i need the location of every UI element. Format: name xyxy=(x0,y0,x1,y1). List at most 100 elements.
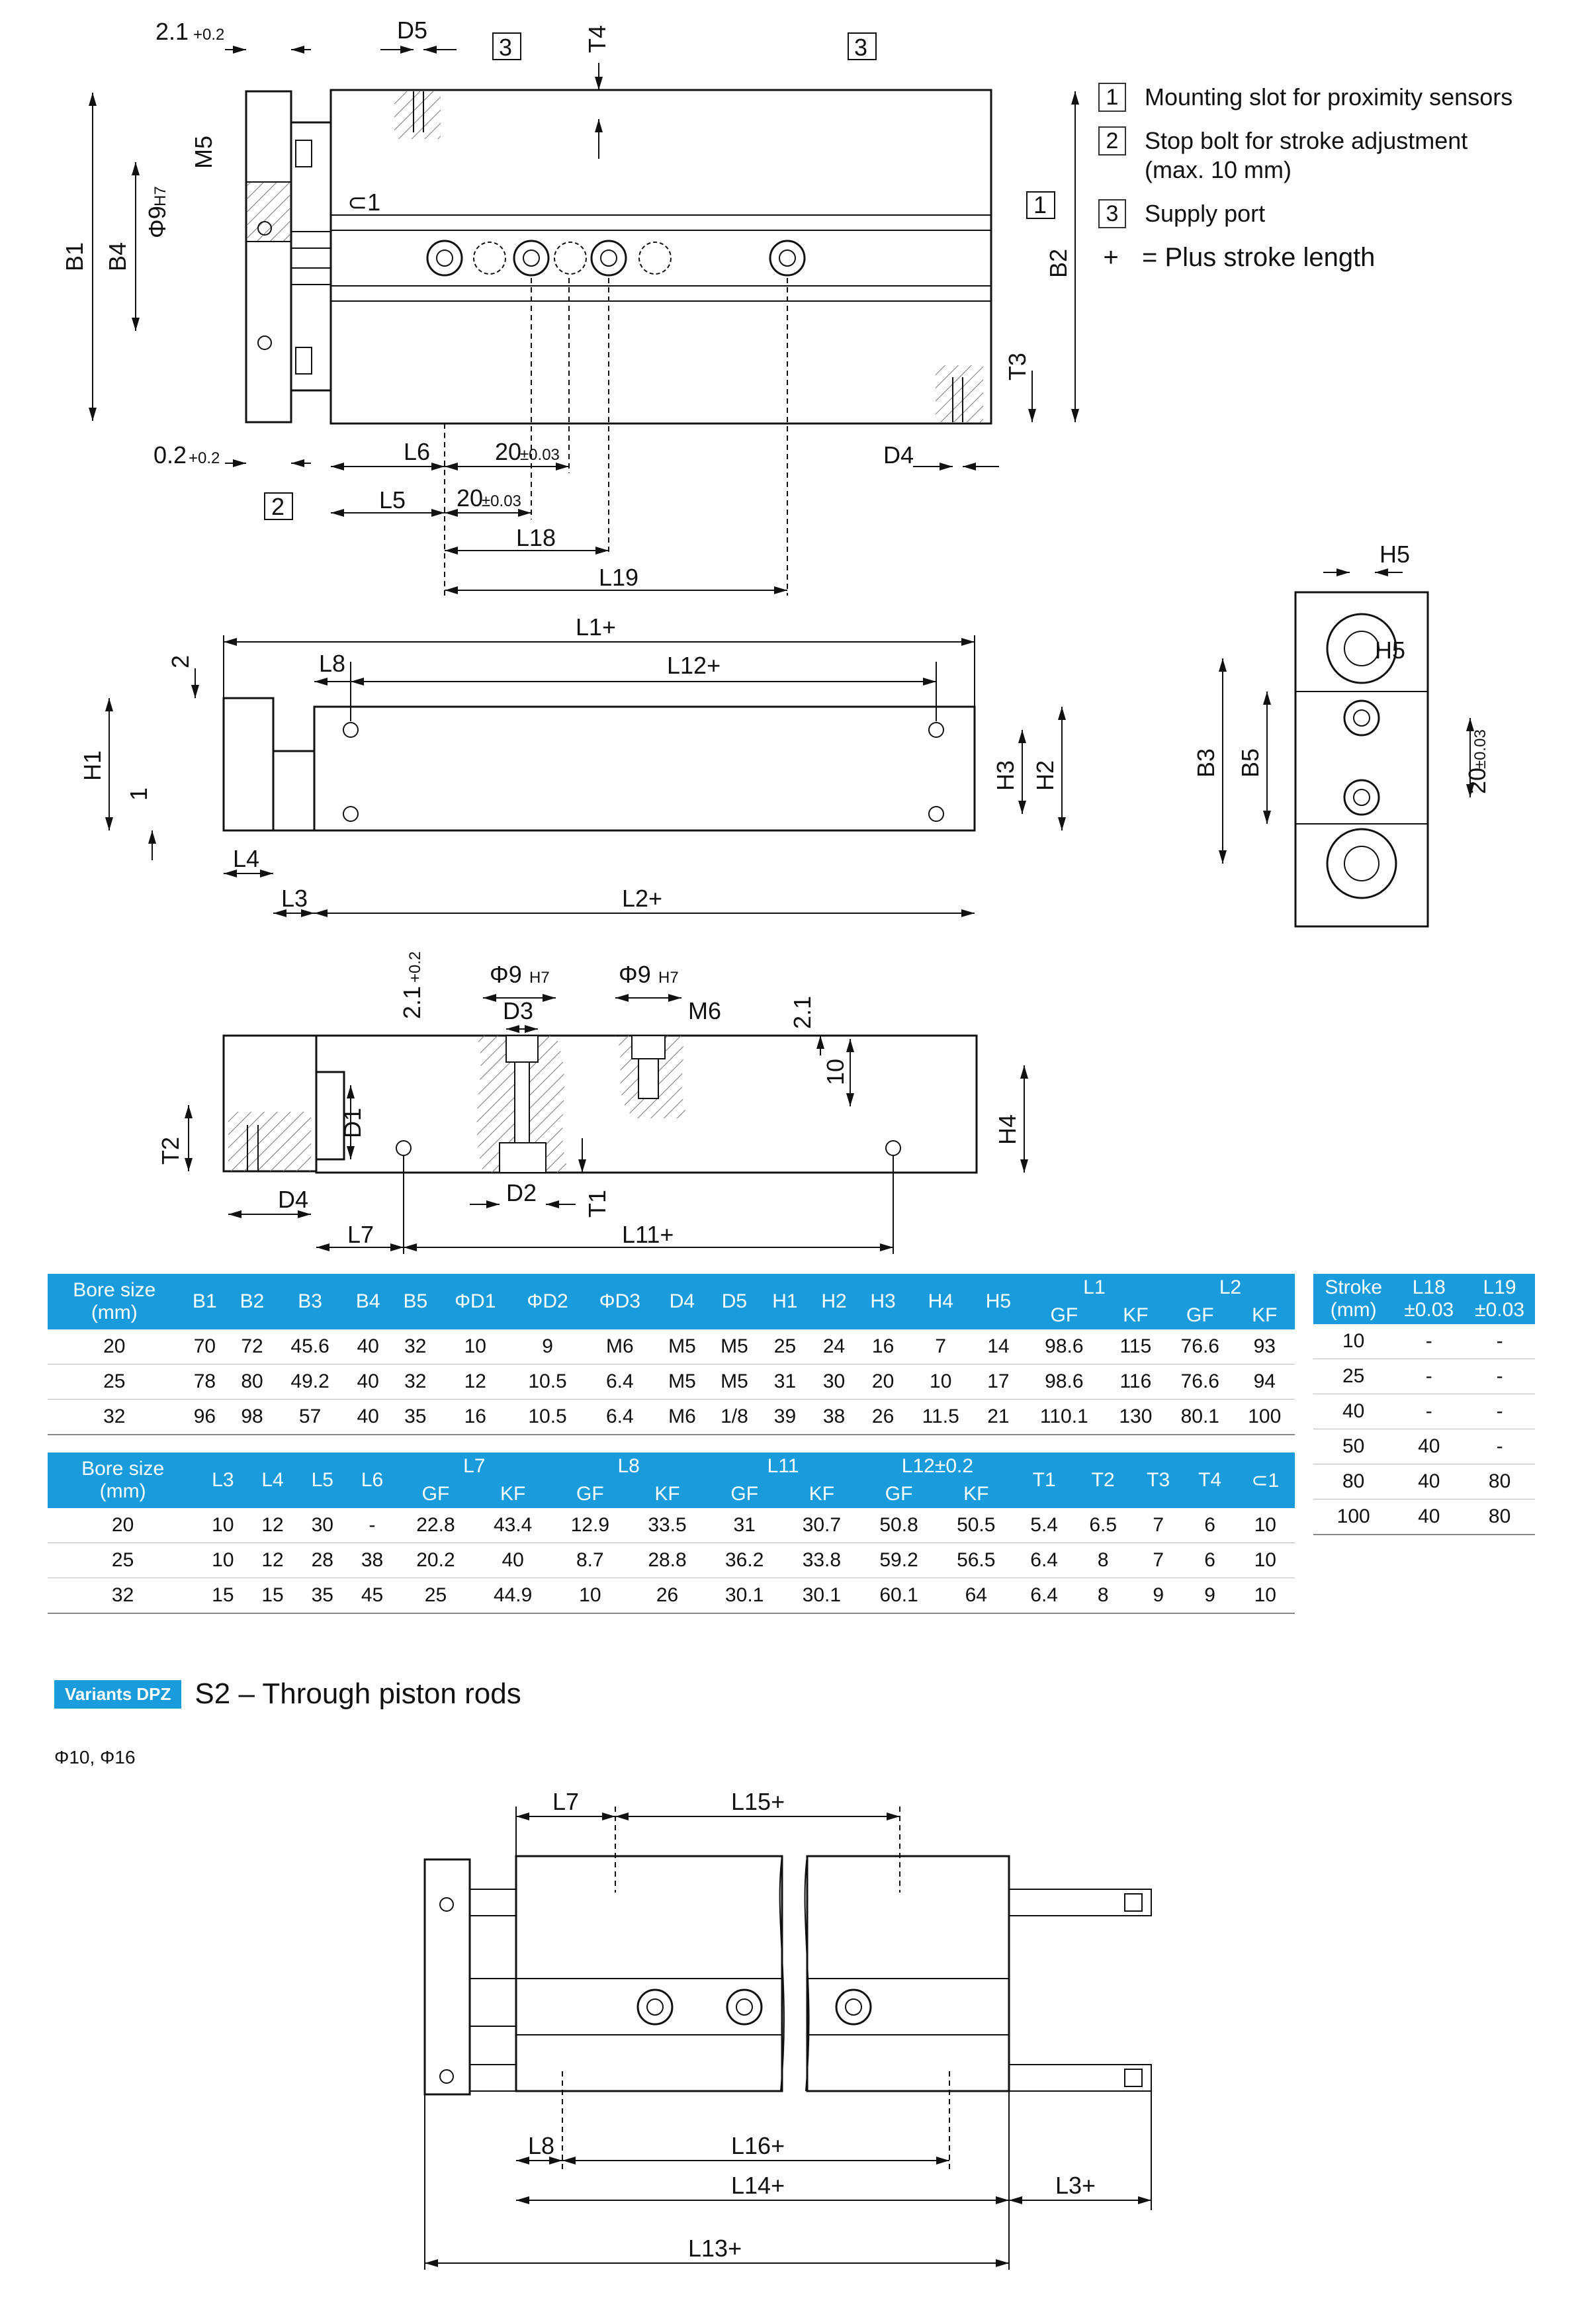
svg-text:T2: T2 xyxy=(157,1137,184,1165)
svg-text:L7: L7 xyxy=(347,1221,374,1248)
table-cell: 40 xyxy=(1393,1429,1465,1464)
table-cell: 50.8 xyxy=(860,1508,938,1543)
table-cell: 56.5 xyxy=(937,1542,1015,1578)
svg-text:L11+: L11+ xyxy=(622,1221,674,1248)
table-cell: 40 xyxy=(1393,1464,1465,1499)
drawing-section-view-labels: 2.1 +0.2 Φ9 H7 Φ9 H7 D3 M6 2.1 10 D1 T2 … xyxy=(157,952,1021,1248)
svg-text:L16+: L16+ xyxy=(731,2132,785,2159)
svg-text:Φ9: Φ9 xyxy=(490,961,522,988)
table-cell: 28 xyxy=(297,1542,347,1578)
legend-text: Supply port xyxy=(1145,200,1266,227)
svg-text:+0.2: +0.2 xyxy=(189,449,220,467)
legend-number: 2 xyxy=(1098,126,1126,156)
table-cell: 76.6 xyxy=(1166,1329,1235,1364)
table-row: 10-- xyxy=(1313,1324,1535,1359)
table-cell: 10 xyxy=(1313,1324,1394,1359)
table-cell: 60.1 xyxy=(860,1578,938,1614)
svg-text:2: 2 xyxy=(271,493,285,520)
variant-heading: Variants DPZ S2 – Through piston rods xyxy=(54,1677,521,1711)
svg-text:3: 3 xyxy=(854,34,867,61)
table-cell: 38 xyxy=(809,1399,859,1435)
svg-text:2: 2 xyxy=(167,655,194,668)
table-cell: 116 xyxy=(1105,1364,1166,1400)
header-cell: B5 xyxy=(392,1274,439,1329)
svg-text:T1: T1 xyxy=(584,1190,611,1218)
table-cell: 80 xyxy=(228,1364,276,1400)
header-cell: T2 xyxy=(1073,1452,1133,1508)
legend-text: Stop bolt for stroke adjustment xyxy=(1145,127,1468,154)
table-cell: M5 xyxy=(708,1329,761,1364)
table-cell: 100 xyxy=(1234,1399,1295,1435)
header-cell: L8 xyxy=(551,1452,706,1480)
table-cell: 32 xyxy=(392,1329,439,1364)
table-cell: 25 xyxy=(760,1329,810,1364)
table-cell: 7 xyxy=(1132,1542,1184,1578)
header-cell: L2 xyxy=(1166,1274,1295,1302)
table-cell: 6.4 xyxy=(1014,1542,1074,1578)
table-cell: 10 xyxy=(439,1329,511,1364)
svg-text:H1: H1 xyxy=(79,750,106,781)
legend-text: Mounting slot for proximity sensors xyxy=(1145,83,1513,111)
table-cell: 12.9 xyxy=(551,1508,629,1543)
table-cell: 6 xyxy=(1184,1508,1236,1543)
svg-text:3: 3 xyxy=(499,34,512,61)
legend-number: 1 xyxy=(1098,83,1126,112)
variant-note: Φ10, Φ16 xyxy=(54,1747,136,1767)
table-cell: 40 xyxy=(474,1542,552,1578)
table-cell: 96 xyxy=(181,1399,229,1435)
table-cell: 6 xyxy=(1184,1542,1236,1578)
table-cell: 98.6 xyxy=(1022,1329,1106,1364)
svg-text:B4: B4 xyxy=(104,242,131,271)
table-cell: - xyxy=(1393,1324,1465,1359)
table-cell: 33.5 xyxy=(629,1508,706,1543)
subheader-cell: GF xyxy=(860,1480,938,1508)
table-cell: 45.6 xyxy=(275,1329,345,1364)
table-cell: 40 xyxy=(1313,1394,1394,1429)
header-bore-size: Bore size(mm) xyxy=(48,1452,198,1508)
legend-item-3: 3 Supply port xyxy=(1098,199,1561,228)
table-cell: 45 xyxy=(347,1578,398,1614)
subheader-cell: GF xyxy=(551,1480,629,1508)
table-cell: 10 xyxy=(1235,1542,1295,1578)
table-cell: 30.7 xyxy=(783,1508,861,1543)
header-cell: ΦD1 xyxy=(439,1274,511,1329)
table-cell: M5 xyxy=(708,1364,761,1400)
subheader-cell: GF xyxy=(1022,1302,1106,1329)
table-cell: 1/8 xyxy=(708,1399,761,1435)
table-row: 40-- xyxy=(1313,1394,1535,1429)
subheader-cell: GF xyxy=(397,1480,474,1508)
svg-text:D3: D3 xyxy=(503,997,533,1024)
header-cell: L3 xyxy=(198,1452,248,1508)
table-cell: 40 xyxy=(1393,1499,1465,1535)
table-cell: 70 xyxy=(181,1329,229,1364)
header-cell: L19±0.03 xyxy=(1464,1274,1535,1324)
header-cell: L12±0.2 xyxy=(860,1452,1015,1480)
drawing-top-view-labels: 2.1 +0.2 D5 3 3 T4 M5 B1 B4 Φ9 H7 ⊂1 1 B… xyxy=(61,17,1072,591)
table-cell: 40 xyxy=(344,1364,392,1400)
drawing-side-view-labels: L1+ 2 L8 L12+ H1 1 H3 H2 L4 L3 L2+ xyxy=(79,613,1059,912)
header-cell: H4 xyxy=(907,1274,974,1329)
svg-text:D4: D4 xyxy=(883,441,914,469)
svg-text:2.1: 2.1 xyxy=(155,18,189,45)
svg-text:10: 10 xyxy=(822,1059,849,1085)
header-cell: T1 xyxy=(1014,1452,1074,1508)
subheader-cell: KF xyxy=(937,1480,1015,1508)
table-cell: 110.1 xyxy=(1022,1399,1106,1435)
drawing-top-view xyxy=(89,32,1079,596)
svg-text:1: 1 xyxy=(125,787,152,801)
table-cell: 20 xyxy=(858,1364,908,1400)
svg-text:M5: M5 xyxy=(190,136,217,169)
table-cell: 40 xyxy=(344,1399,392,1435)
subheader-cell: KF xyxy=(629,1480,706,1508)
legend: 1 Mounting slot for proximity sensors 2 … xyxy=(1098,83,1561,287)
svg-text:B3: B3 xyxy=(1192,748,1219,778)
svg-text:+0.2: +0.2 xyxy=(193,26,224,44)
table-cell: 78 xyxy=(181,1364,229,1400)
svg-text:H3: H3 xyxy=(992,760,1019,791)
table-cell: 20 xyxy=(48,1329,181,1364)
table-cell: 6.4 xyxy=(584,1364,656,1400)
svg-text:H5: H5 xyxy=(1379,541,1410,568)
